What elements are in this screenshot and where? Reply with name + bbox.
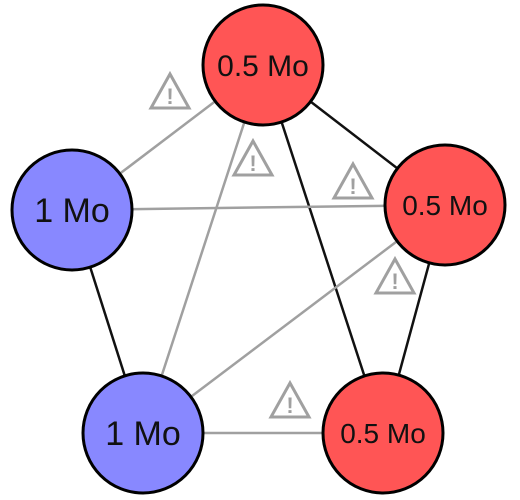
warning-triangle-icon: ! [373,255,417,295]
node-bottom-left: 1 Mo [81,371,205,495]
edge-left-right [71,203,446,212]
node-label: 1 Mo [34,192,110,230]
node-left: 1 Mo [10,148,134,272]
node-circle [201,3,325,127]
warning-exclamation: ! [349,174,356,199]
node-right: 0.5 Mo [383,143,507,267]
warnings-layer: !!!!! [148,70,417,419]
node-circle [383,143,507,267]
node-label: 1 Mo [105,415,181,453]
node-label: 0.5 Mo [402,190,488,221]
warning-triangle-outline [373,255,417,295]
warning-triangle-icon: ! [268,379,312,419]
node-circle [81,371,205,495]
warning-exclamation: ! [391,269,398,294]
warning-triangle-icon: ! [231,137,275,177]
edge-right-bottom-left [142,204,446,434]
node-circle [10,148,134,272]
node-label: 0.5 Mo [340,418,426,449]
warning-triangle-outline [331,160,375,200]
node-circle [321,371,445,495]
warning-triangle-outline [148,70,192,110]
warning-triangle-outline [231,137,275,177]
warning-exclamation: ! [249,151,256,176]
node-bottom-right: 0.5 Mo [321,371,445,495]
warning-exclamation: ! [286,393,293,418]
edge-top-bottom-left [141,64,265,434]
node-label: 0.5 Mo [217,50,309,83]
warning-triangle-icon: ! [331,160,375,200]
node-top: 0.5 Mo [201,3,325,127]
warning-triangle-outline [268,379,312,419]
edge-top-bottom-right [261,64,385,434]
warning-exclamation: ! [166,84,173,109]
nodes-layer: 0.5 Mo 0.5 Mo 0.5 Mo 1 Mo 1 Mo [10,3,507,495]
warning-triangle-icon: ! [148,70,192,110]
